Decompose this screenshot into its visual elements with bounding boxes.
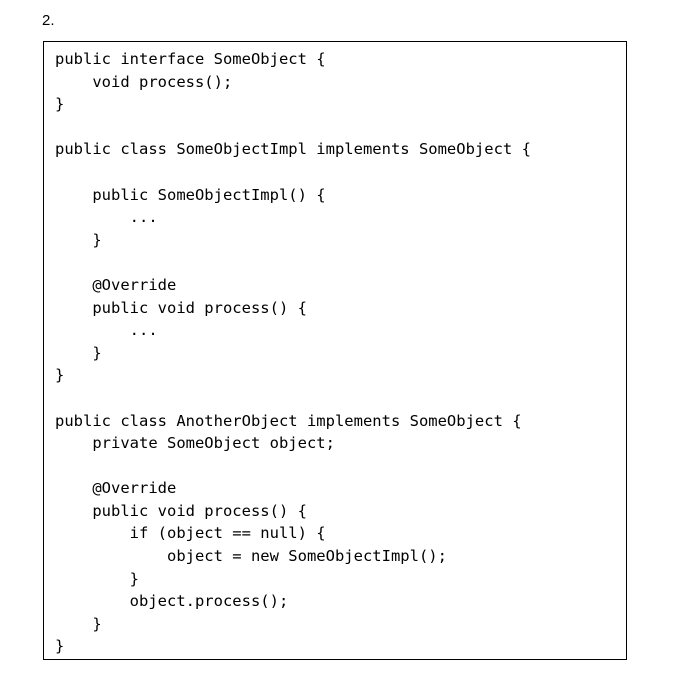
code-line: if (object == null) {	[55, 524, 326, 543]
code-line: private SomeObject object;	[55, 434, 335, 453]
code-line: }	[55, 614, 102, 633]
code-listing: public interface SomeObject { void proce…	[55, 48, 531, 658]
code-line	[55, 161, 531, 184]
code-line: ...	[55, 321, 158, 340]
code-line: }	[55, 569, 139, 588]
code-line: public void process() {	[55, 298, 307, 317]
code-line: @Override	[55, 479, 177, 498]
code-line: ...	[55, 208, 158, 227]
code-line: @Override	[55, 275, 177, 294]
code-line: }	[55, 343, 102, 362]
code-line: object = new SomeObjectImpl();	[55, 547, 447, 566]
code-line: }	[55, 366, 65, 385]
question-number: 2.	[42, 12, 55, 29]
code-line: public SomeObjectImpl() {	[55, 185, 326, 204]
code-line	[55, 387, 531, 410]
code-line: public interface SomeObject {	[55, 50, 326, 68]
code-line	[55, 251, 531, 274]
code-listing-box: public interface SomeObject { void proce…	[43, 41, 627, 660]
code-line: public class SomeObjectImpl implements S…	[55, 140, 531, 159]
code-line: }	[55, 95, 65, 114]
code-line	[55, 116, 531, 139]
code-line: }	[55, 637, 65, 656]
code-line: }	[55, 230, 102, 249]
code-line: public void process() {	[55, 501, 307, 520]
code-line: void process();	[55, 72, 233, 91]
code-line: public class AnotherObject implements So…	[55, 411, 522, 430]
code-line	[55, 455, 531, 478]
code-line: object.process();	[55, 592, 289, 611]
